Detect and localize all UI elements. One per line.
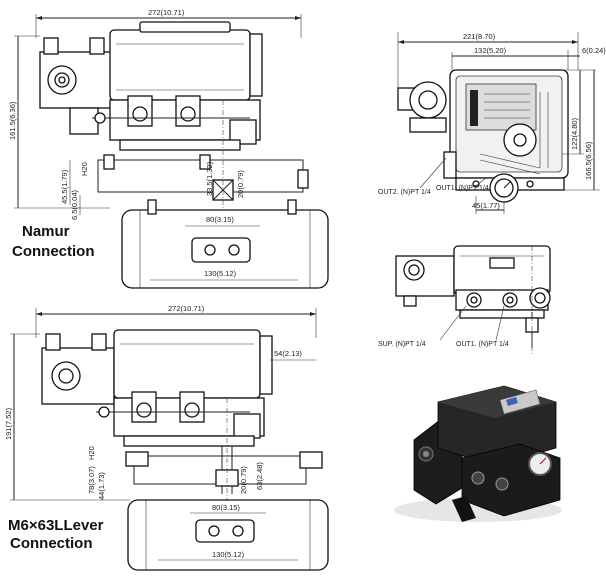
lever-dim-80: 80(3.15) bbox=[212, 503, 240, 512]
side-pilot-block bbox=[395, 255, 455, 297]
namur-connection-view: 272(10.71) 161.5(6.36) bbox=[8, 8, 329, 289]
actuator-port-plate bbox=[191, 237, 251, 263]
side-housing bbox=[453, 245, 551, 295]
side-out1-label: OUT1. (N)PT 1/4 bbox=[456, 341, 509, 348]
namur-dim-45-5: 45.5(1.79) bbox=[60, 169, 69, 204]
front-view: 221(8.70) 132(5.20) 6(0.24) bbox=[378, 32, 606, 214]
namur-dim-130: 130(5.12) bbox=[204, 269, 237, 278]
lever-dim-63: 63(2.48) bbox=[255, 462, 264, 490]
lever-dim-54: 54(2.13) bbox=[274, 349, 302, 358]
front-dim-221: 221(8.70) bbox=[463, 32, 496, 41]
side-sup-label: SUP. (N)PT 1/4 bbox=[378, 341, 426, 348]
main-housing bbox=[109, 29, 251, 101]
front-out1-label: OUT1. (N)PT 1/4 bbox=[436, 185, 489, 192]
front-dim-166: 166.5(6.56) bbox=[584, 141, 593, 180]
namur-dim-20: 20(0.79) bbox=[236, 170, 245, 198]
lever-caption-line2: Connection bbox=[10, 535, 93, 552]
width-dimension-label: 272(10.71) bbox=[148, 8, 185, 17]
lever-height-dimension-label: 191(7.52) bbox=[4, 407, 13, 440]
side-view: SUP. (N)PT 1/4 OUT1. (N)PT 1/4 bbox=[378, 245, 551, 356]
namur-dim-6-5: 6.5(0.04) bbox=[70, 189, 79, 220]
lever-dim-130: 130(5.12) bbox=[212, 550, 245, 559]
lever-dim-44: 44(1.73) bbox=[97, 472, 106, 500]
photo-nameplate bbox=[499, 389, 541, 415]
lever-dim-78: 78(3.07) bbox=[87, 466, 96, 494]
lever-main-housing bbox=[113, 329, 261, 399]
lever-width-dimension-label: 272(10.71) bbox=[168, 304, 205, 313]
lever-dim-20: 20(0.79) bbox=[239, 466, 248, 494]
height-dimension-label: 161.5(6.36) bbox=[8, 101, 17, 140]
lever-caption-line1: M6×63LLever bbox=[8, 517, 104, 534]
front-dim-6: 6(0.24) bbox=[582, 46, 606, 55]
product-photo bbox=[394, 385, 562, 522]
front-out2-label: OUT2. (N)PT 1/4 bbox=[378, 189, 431, 196]
namur-dim-h20: H20 bbox=[80, 162, 89, 176]
front-dim-132: 132(5.20) bbox=[474, 46, 507, 55]
front-dim-122: 122(4.80) bbox=[570, 117, 579, 150]
namur-dim-33-5: 33.5(1.32) bbox=[205, 161, 214, 196]
namur-caption-line1: Namur bbox=[22, 223, 70, 240]
front-dim-45: 45(1.77) bbox=[472, 201, 500, 210]
lever-dim-h20: H20 bbox=[87, 446, 96, 460]
lever-connection-view: 272(10.71) 191(7.52) 54(2.13) bbox=[4, 304, 329, 571]
namur-dim-80: 80(3.15) bbox=[206, 215, 234, 224]
namur-caption-line2: Connection bbox=[12, 243, 95, 260]
